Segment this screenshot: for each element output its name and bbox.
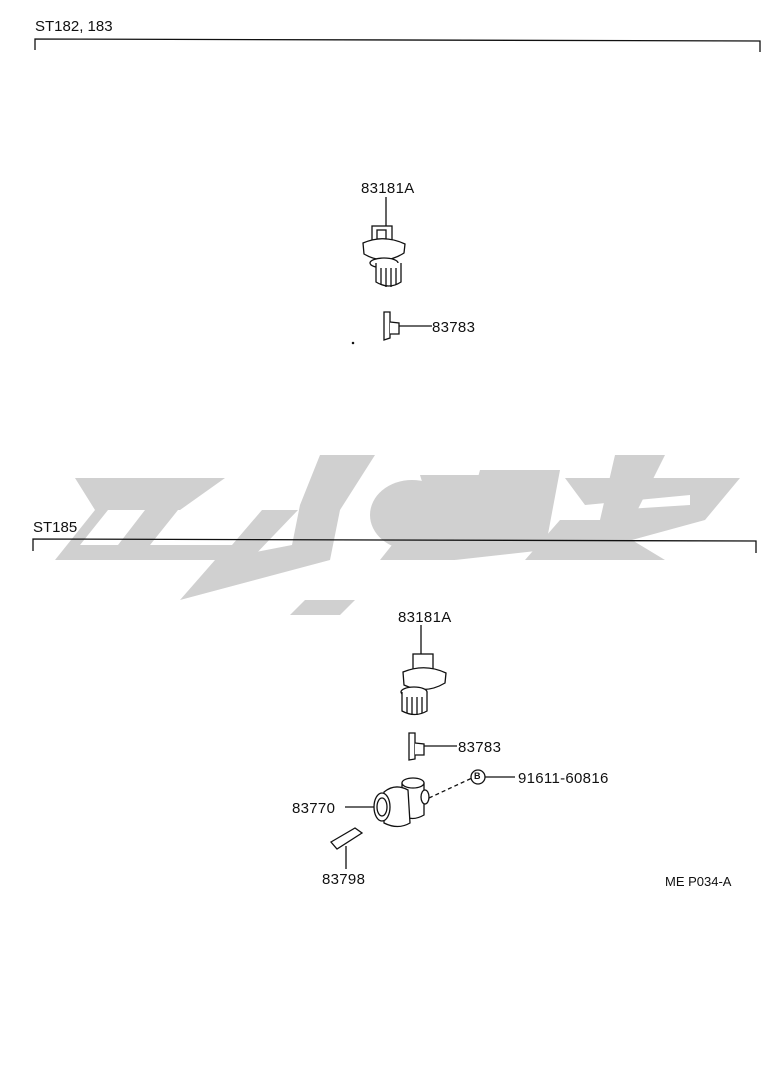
- figure-code: ME P034-A: [665, 874, 732, 889]
- gasket-part: [408, 732, 457, 761]
- watermark-logo: [55, 455, 740, 615]
- union-part: [345, 769, 515, 828]
- plate-part: [329, 827, 364, 869]
- part-number-label: 83783: [458, 739, 502, 756]
- section-2-frame: [32, 538, 757, 553]
- part-number-label: 83181A: [361, 180, 415, 197]
- part-number-label: 83798: [322, 871, 366, 888]
- part-number-label: 83181A: [398, 609, 452, 626]
- oil-pressure-switch-part: [362, 197, 406, 287]
- part-number-label: 91611-60816: [518, 770, 609, 787]
- marker-letter: B: [474, 771, 481, 781]
- section-title: ST185: [33, 519, 78, 536]
- section-title: ST182, 183: [35, 18, 113, 35]
- part-number-label: 83783: [432, 319, 476, 336]
- oil-pressure-switch-part: [400, 625, 447, 716]
- gasket-part: [351, 311, 432, 345]
- part-number-label: 83770: [292, 800, 336, 817]
- section-1-frame: [34, 38, 761, 52]
